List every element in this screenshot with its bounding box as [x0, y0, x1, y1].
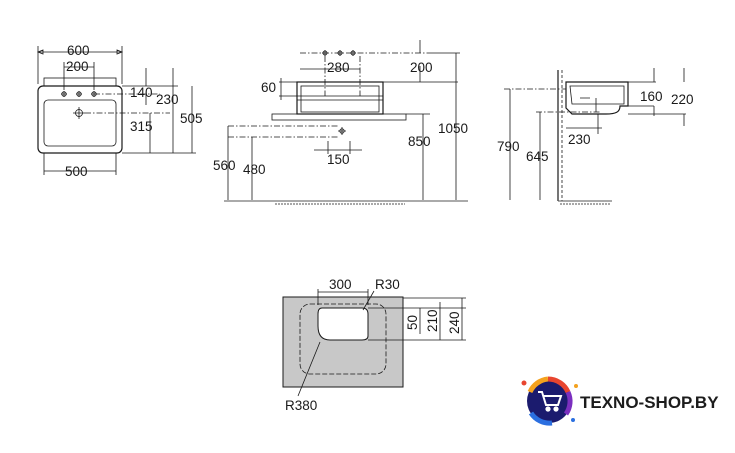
dim-300: 300: [329, 277, 352, 292]
dim-500: 500: [65, 164, 88, 179]
dim-230-front: 230: [156, 92, 179, 107]
counter-slab: [271, 113, 407, 121]
basin-profile: [565, 81, 629, 115]
basin-side: [296, 81, 384, 115]
dim-600: 600: [67, 43, 90, 58]
dim-50: 50: [405, 315, 420, 330]
dim-645: 645: [526, 149, 549, 164]
wall-view: 160 220 790 645 230: [497, 68, 694, 205]
brand-logo: TEXNO-SHOP.BY: [521, 376, 719, 426]
dim-220: 220: [671, 92, 694, 107]
cutout-template: 300 R30 50 210 240 R380: [282, 277, 466, 413]
dim-280: 280: [327, 60, 350, 75]
dim-200-side: 200: [410, 60, 433, 75]
tap-hole-icon: [61, 91, 97, 97]
dim-1050: 1050: [438, 121, 468, 136]
dim-140: 140: [130, 85, 153, 100]
dim-230-wall: 230: [568, 132, 591, 147]
dim-200-front: 200: [66, 59, 89, 74]
cutout-shape: [317, 307, 369, 341]
shopping-cart-icon: [538, 391, 563, 412]
dim-480: 480: [243, 162, 266, 177]
dim-150: 150: [327, 152, 350, 167]
side-view: 280 200 60 150 560 480 850 1050: [213, 40, 468, 205]
dim-790: 790: [497, 139, 520, 154]
dim-r30: R30: [375, 277, 400, 292]
front-view: 600 200 500 140 230 315 505: [36, 43, 203, 179]
dim-210: 210: [425, 309, 440, 332]
dim-505: 505: [180, 111, 203, 126]
dim-160: 160: [640, 89, 663, 104]
dim-560: 560: [213, 158, 236, 173]
dim-315: 315: [130, 119, 153, 134]
dim-850: 850: [408, 134, 431, 149]
dim-60: 60: [261, 80, 276, 95]
dim-r380: R380: [285, 398, 317, 413]
dim-240: 240: [447, 311, 462, 334]
basin-bowl: [43, 99, 117, 147]
logo-text: TEXNO-SHOP.BY: [580, 393, 719, 412]
